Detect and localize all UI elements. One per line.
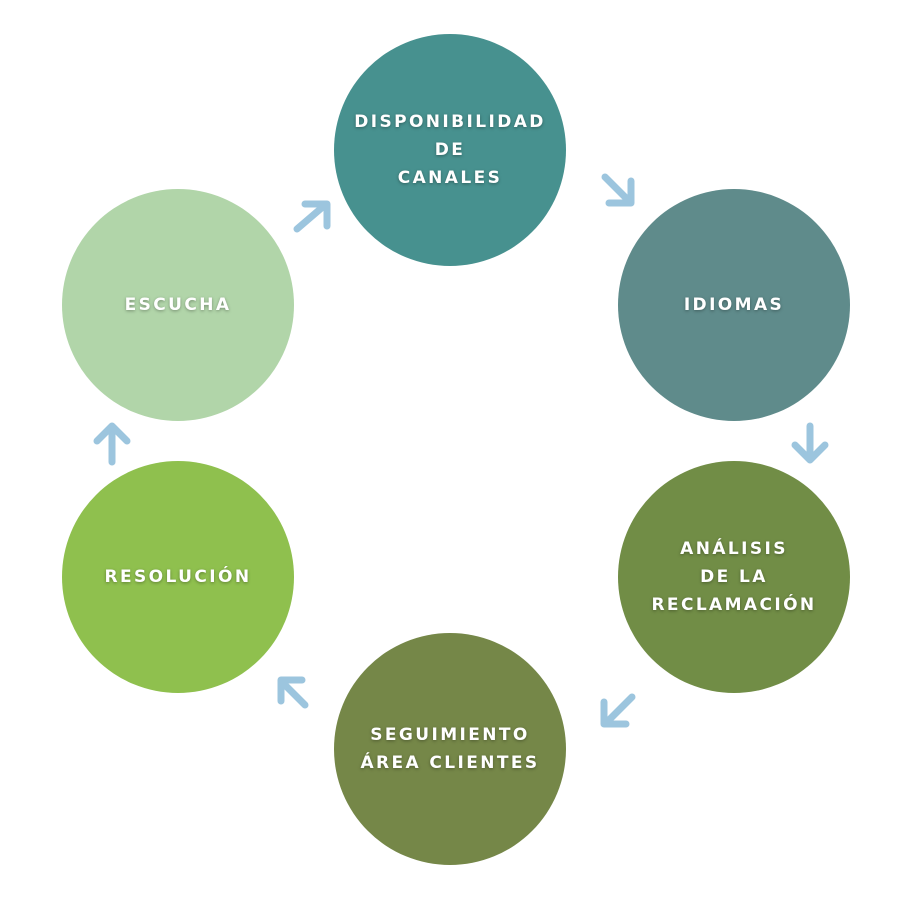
node-label-line: ANÁLISIS bbox=[680, 539, 788, 559]
node-label-line: IDIOMAS bbox=[683, 295, 785, 315]
node-label-line: ÁREA CLIENTES bbox=[360, 753, 540, 773]
node-label-line: DISPONIBILIDAD bbox=[354, 112, 546, 132]
node-analisis-de-la-reclamacion: ANÁLISIS DE LA RECLAMACIÓN bbox=[618, 461, 850, 693]
node-label-line: CANALES bbox=[397, 168, 503, 188]
node-label-line: DE bbox=[434, 140, 466, 160]
arrow-seguimiento-to-resolucion bbox=[277, 676, 309, 709]
node-seguimiento-area-clientes: SEGUIMIENTO ÁREA CLIENTES bbox=[334, 633, 566, 865]
arrow-resolucion-to-escucha bbox=[93, 422, 131, 466]
arrow-analisis-to-seguimiento bbox=[600, 693, 636, 728]
node-disponibilidad-de-canales: DISPONIBILIDAD DE CANALES bbox=[334, 34, 566, 266]
arrow-disponibilidad-to-idiomas bbox=[601, 173, 635, 207]
node-label-line: RECLAMACIÓN bbox=[651, 595, 817, 615]
node-label-line: DE LA bbox=[700, 567, 768, 587]
node-resolucion: RESOLUCIÓN bbox=[62, 461, 294, 693]
arrow-idiomas-to-analisis bbox=[791, 422, 829, 464]
node-label-line: ESCUCHA bbox=[124, 295, 232, 315]
node-label-line: SEGUIMIENTO bbox=[370, 725, 530, 745]
arrow-escucha-to-disponibilidad bbox=[293, 200, 331, 233]
node-label-line: RESOLUCIÓN bbox=[104, 567, 252, 587]
node-escucha: ESCUCHA bbox=[62, 189, 294, 421]
node-idiomas: IDIOMAS bbox=[618, 189, 850, 421]
